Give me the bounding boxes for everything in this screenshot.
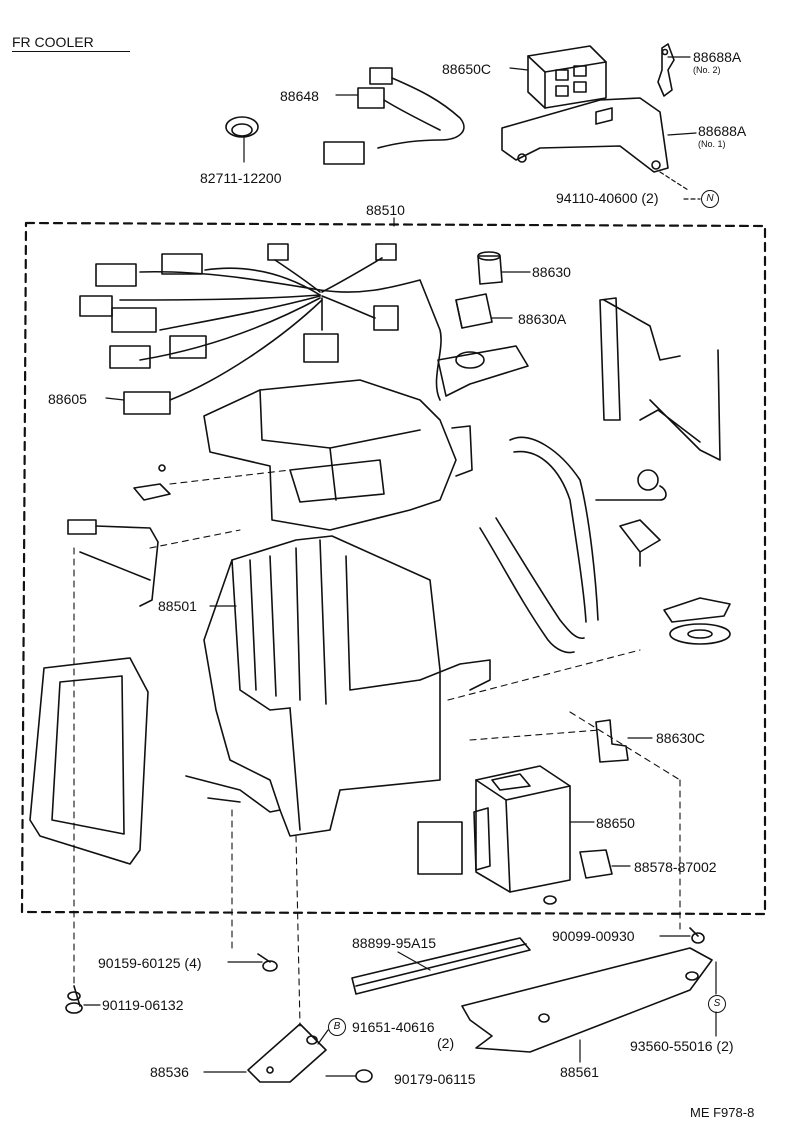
- label-88630A: 88630A: [518, 311, 567, 327]
- label-94110-40600: 94110-40600 (2): [556, 190, 659, 206]
- bracket-88630C-drawing: [595, 719, 629, 763]
- label-91651-qty: (2): [437, 1035, 455, 1051]
- label-90159-60125: 90159-60125 (4): [98, 955, 202, 971]
- pad-88899-drawing: [351, 937, 531, 995]
- label-88630C: 88630C: [656, 730, 706, 746]
- bolt-88536-drawing: [306, 1035, 318, 1045]
- blower-case-drawing: [203, 379, 473, 531]
- relay-88630A-drawing: [455, 293, 493, 329]
- blower-resistor-drawing: [437, 345, 529, 397]
- dashed-guides: [73, 469, 681, 1027]
- label-88578-87002: 88578-87002: [634, 859, 717, 875]
- evaporator-case-drawing: [185, 535, 491, 837]
- amplifier-88650-drawing: [473, 765, 571, 893]
- label-88605: 88605: [48, 391, 87, 407]
- relay-88578-drawing: [579, 849, 613, 879]
- label-88501: 88501: [158, 598, 197, 614]
- label-88648: 88648: [280, 88, 319, 104]
- harness-88648-drawing: [323, 67, 465, 165]
- bracket-88536-drawing: [247, 1023, 327, 1083]
- switch-88630-drawing: [477, 251, 503, 285]
- seal-frame-drawing: [29, 657, 149, 865]
- label-88536: 88536: [150, 1064, 189, 1080]
- label-90179-06115: 90179-06115: [394, 1071, 476, 1087]
- figure-code: ME F978-8: [690, 1105, 755, 1120]
- label-82711-12200: 82711-12200: [200, 170, 282, 186]
- cover-88561-drawing: [461, 947, 713, 1053]
- label-88899-95A15: 88899-95A15: [352, 935, 437, 951]
- bracket-88688A-no1-drawing: [501, 97, 669, 173]
- marker-s: S: [708, 995, 726, 1013]
- wire-harness-88605-drawing: [79, 243, 442, 415]
- label-93560-55016: 93560-55016 (2): [630, 1038, 734, 1054]
- label-88650C: 88650C: [442, 61, 492, 77]
- label-88510: 88510: [366, 202, 405, 218]
- note-88688A-no2: (No. 2): [693, 65, 721, 75]
- expansion-valve-drawing: [619, 469, 661, 567]
- gasket-drawing: [663, 597, 731, 645]
- leader-lines: [83, 56, 717, 1077]
- label-88561: 88561: [560, 1064, 599, 1080]
- label-90099-00930: 90099-00930: [552, 928, 635, 944]
- label-91651-40616: 91651-40616: [352, 1019, 435, 1035]
- label-88688A-no2: 88688A: [693, 49, 742, 65]
- nut-90179-drawing: [355, 1069, 373, 1083]
- pipe-drawing: [599, 297, 721, 461]
- sheet-drawing: [417, 821, 463, 875]
- bracket-88688A-no2-drawing: [657, 43, 675, 97]
- bolt-90159-drawing: [257, 953, 278, 972]
- assembly-frame: [20, 221, 767, 916]
- label-88688A-no1: 88688A: [698, 123, 747, 139]
- relay-88650C-drawing: [527, 45, 607, 109]
- note-88688A-no1: (No. 1): [698, 139, 726, 149]
- screw-small-drawing: [543, 895, 557, 905]
- label-88650: 88650: [596, 815, 635, 831]
- bolt-90119-drawing: [65, 985, 83, 1014]
- hose-drawing: [479, 436, 667, 654]
- clamp-82711-drawing: [225, 116, 259, 138]
- diagram-title: FR COOLER: [12, 34, 130, 52]
- marker-b: B: [328, 1018, 346, 1036]
- small-bracket-drawing: [133, 464, 171, 501]
- marker-n: N: [701, 190, 719, 208]
- label-88630: 88630: [532, 264, 571, 280]
- screw-90099-drawing: [689, 927, 705, 944]
- thermistor-lead-drawing: [67, 519, 159, 607]
- label-90119-06132: 90119-06132: [102, 997, 184, 1013]
